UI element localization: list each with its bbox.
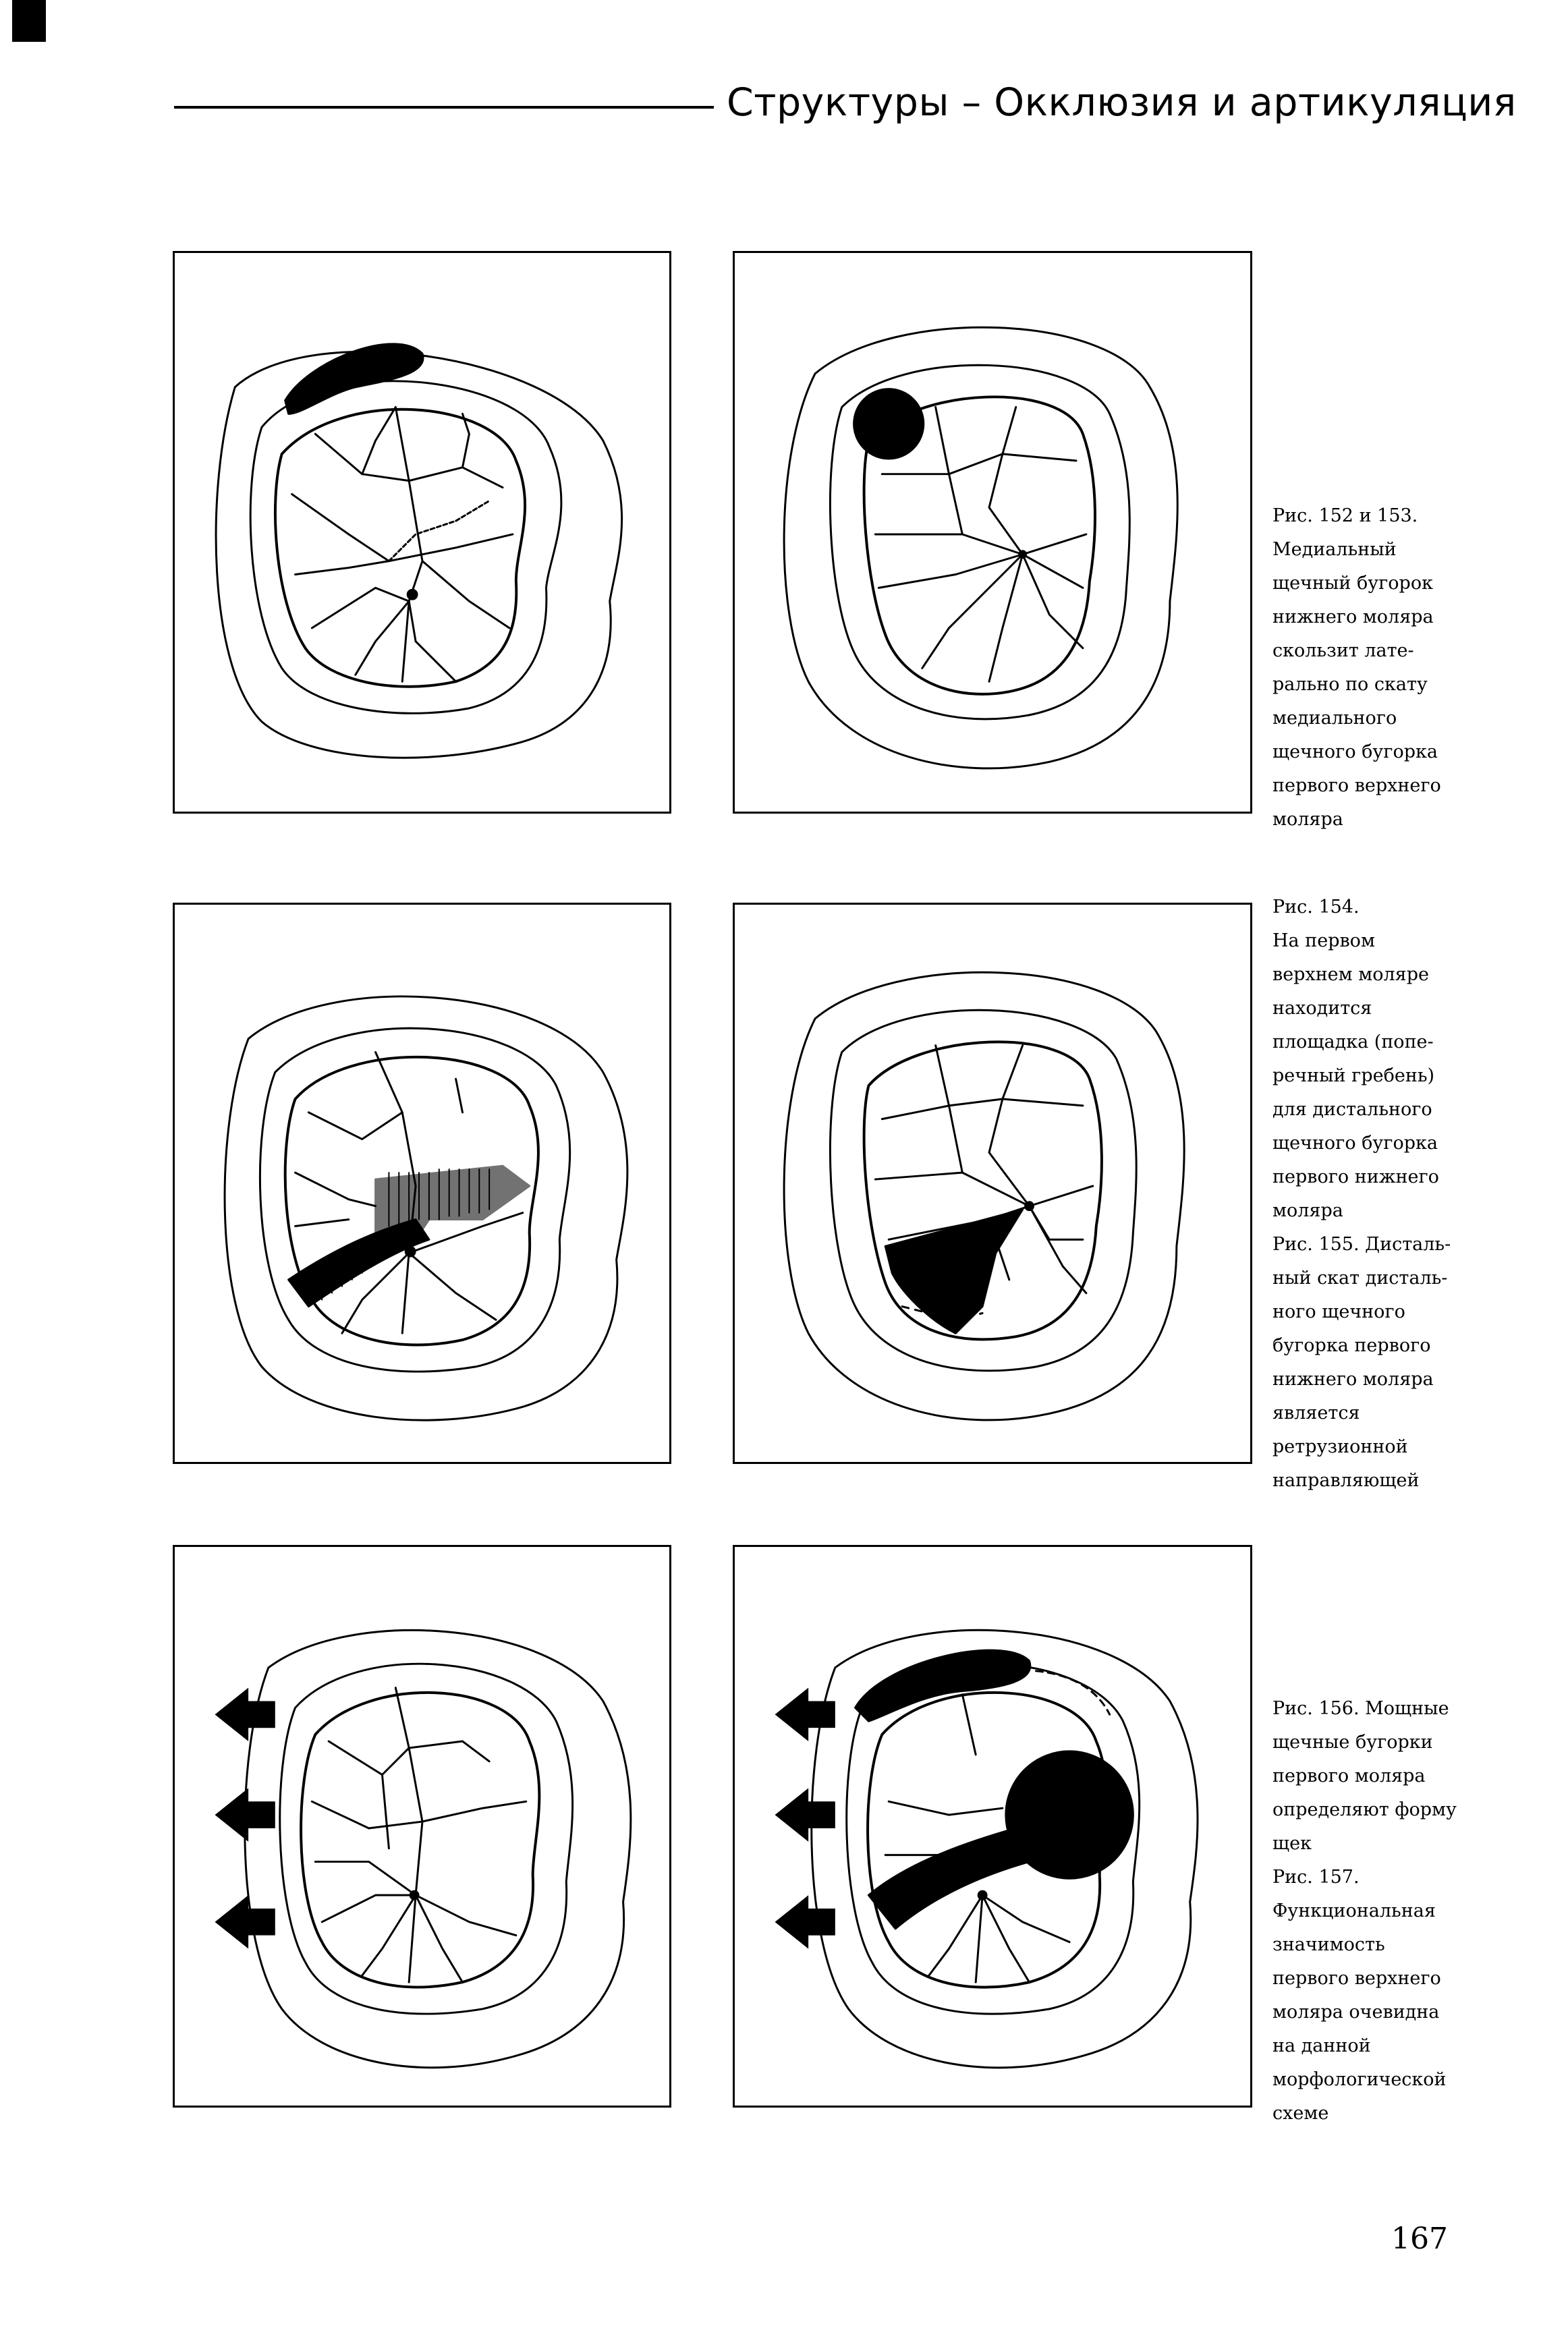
- figure-fig157: [733, 1545, 1252, 2108]
- shaded-region: [287, 1164, 531, 1307]
- page-number: 167: [1391, 2222, 1448, 2256]
- molar-occlusal-diagram: [783, 971, 1185, 1421]
- arrow-left-icon: [215, 1895, 275, 1949]
- header-rule: [174, 106, 714, 109]
- molar-occlusal-diagram: [215, 343, 623, 759]
- caption-text: Рис. 152 и 153. Медиальный щечный бугоро…: [1272, 505, 1441, 830]
- caption-text: Рис. 156. Мощные щечные бугорки первого …: [1272, 1698, 1457, 1854]
- molar-occlusal-diagram: [775, 1629, 1199, 2069]
- figure-fig156: [173, 1545, 671, 2108]
- caption-text: Рис. 157. Функциональная значимость перв…: [1272, 1867, 1447, 2124]
- caption-fig152-153: Рис. 152 и 153. Медиальный щечный бугоро…: [1272, 499, 1468, 837]
- arrow-left-icon: [215, 1687, 275, 1742]
- arrow-left-icon: [775, 1687, 835, 1741]
- caption-text: Рис. 155. Дисталь- ный скат дисталь- ног…: [1272, 1234, 1451, 1491]
- arrow-left-icon: [215, 1788, 275, 1842]
- caption-text: Рис. 154. На первом верхнем моляре наход…: [1272, 897, 1439, 1221]
- figure-fig155: [733, 903, 1252, 1464]
- figure-fig154: [173, 903, 671, 1464]
- molar-occlusal-diagram: [783, 326, 1179, 770]
- caption-fig156-157: Рис. 156. Мощные щечные бугорки первого …: [1272, 1692, 1468, 2131]
- figure-fig153: [733, 251, 1252, 814]
- arrow-left-icon: [775, 1788, 835, 1842]
- corner-tab-mark: [12, 0, 46, 42]
- molar-occlusal-diagram: [215, 1629, 632, 2069]
- figure-fig152: [173, 251, 671, 814]
- molar-occlusal-diagram: [223, 995, 629, 1421]
- arrow-left-icon: [775, 1895, 835, 1949]
- page-title: Структуры – Окклюзия и артикуляция: [727, 80, 1517, 125]
- caption-fig154-155: Рис. 154. На первом верхнем моляре наход…: [1272, 891, 1468, 1498]
